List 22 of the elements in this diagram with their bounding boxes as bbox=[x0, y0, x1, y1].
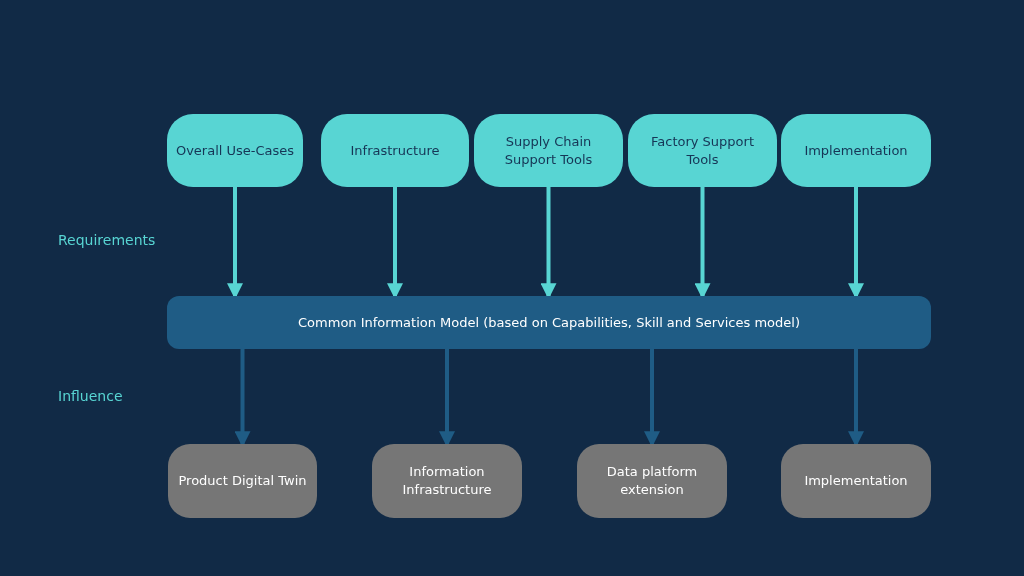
outcome-box bbox=[168, 444, 317, 518]
outcome-box bbox=[577, 444, 727, 518]
topic-pill bbox=[628, 114, 777, 187]
node-label: Factory Support Tools bbox=[650, 132, 755, 169]
node-label: Overall Use-Cases bbox=[175, 141, 295, 160]
row-label: Requirements bbox=[58, 232, 156, 248]
node-label: Product Digital Twin bbox=[178, 472, 307, 490]
node-label: Implementation bbox=[804, 141, 908, 160]
topic-pill bbox=[321, 114, 469, 187]
node-label: Infrastructure bbox=[350, 141, 440, 160]
topic-pill bbox=[781, 114, 931, 187]
outcome-box bbox=[372, 444, 522, 518]
node-label: Supply Chain Support Tools bbox=[503, 132, 594, 169]
node-label: Implementation bbox=[804, 472, 908, 490]
node-label: Common Information Model (based on Capabilities, Skill and Services model) bbox=[298, 313, 800, 332]
node-label: Data platform extension bbox=[605, 463, 699, 499]
outcome-box bbox=[781, 444, 931, 518]
row-label: Influence bbox=[58, 388, 123, 404]
topic-pill bbox=[167, 114, 303, 187]
node-label: Information Infrastructure bbox=[401, 463, 493, 499]
topic-pill bbox=[474, 114, 623, 187]
model-bar bbox=[167, 296, 931, 349]
